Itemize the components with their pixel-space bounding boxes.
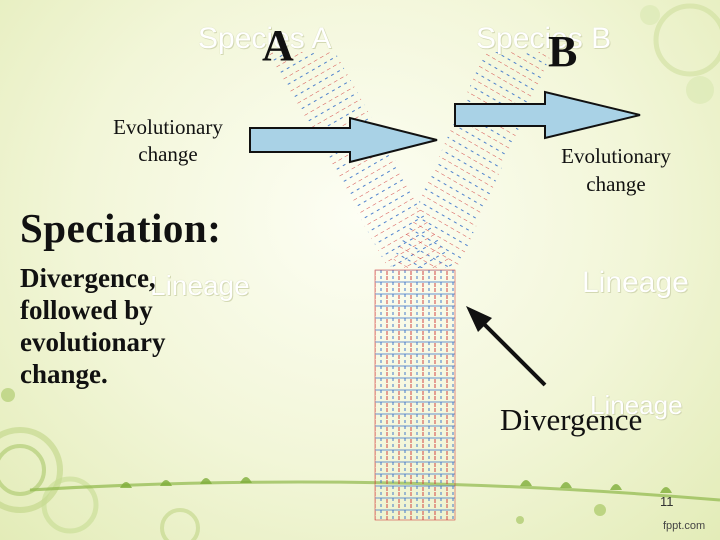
speciation-body: Divergence, followed by evolutionary cha… [20,262,166,390]
divergence-label: Divergence [500,402,643,437]
lineage-bottom-ghost-label: Lineage [590,390,683,420]
evolutionary-change-left: Evolutionary change [98,114,238,168]
page-number: 11 [660,494,674,509]
lineage-left-ghost-label: Lineage [150,270,250,301]
speciation-body-line1: Divergence, [20,263,156,293]
arrow-left [249,116,438,164]
species-b-ghost-label: Species B [476,22,612,55]
evolutionary-change-left-line1: Evolutionary [113,115,223,139]
evolutionary-change-right-line1: Evolutionary [561,144,671,168]
species-a-ghost-label: Species A [198,22,332,55]
evolutionary-change-left-line2: change [138,142,198,166]
speciation-body-line3: evolutionary [20,327,166,357]
watermark: fppt.com [663,520,706,532]
lineage-trunk [374,269,456,521]
species-b-label: B [548,27,578,76]
speciation-title: Speciation: [20,205,222,251]
divergence-pointer-head [466,306,492,332]
evolutionary-change-right: Evolutionary change [546,142,686,198]
speciation-body-line4: change. [20,359,108,389]
lineage-right-ghost-label: Lineage [582,266,689,299]
speciation-body-line2: followed by [20,295,153,325]
species-a-label: A [262,21,294,70]
divergence-pointer-line [480,320,547,387]
evolutionary-change-right-line2: change [586,172,646,196]
arrow-right [454,90,641,140]
